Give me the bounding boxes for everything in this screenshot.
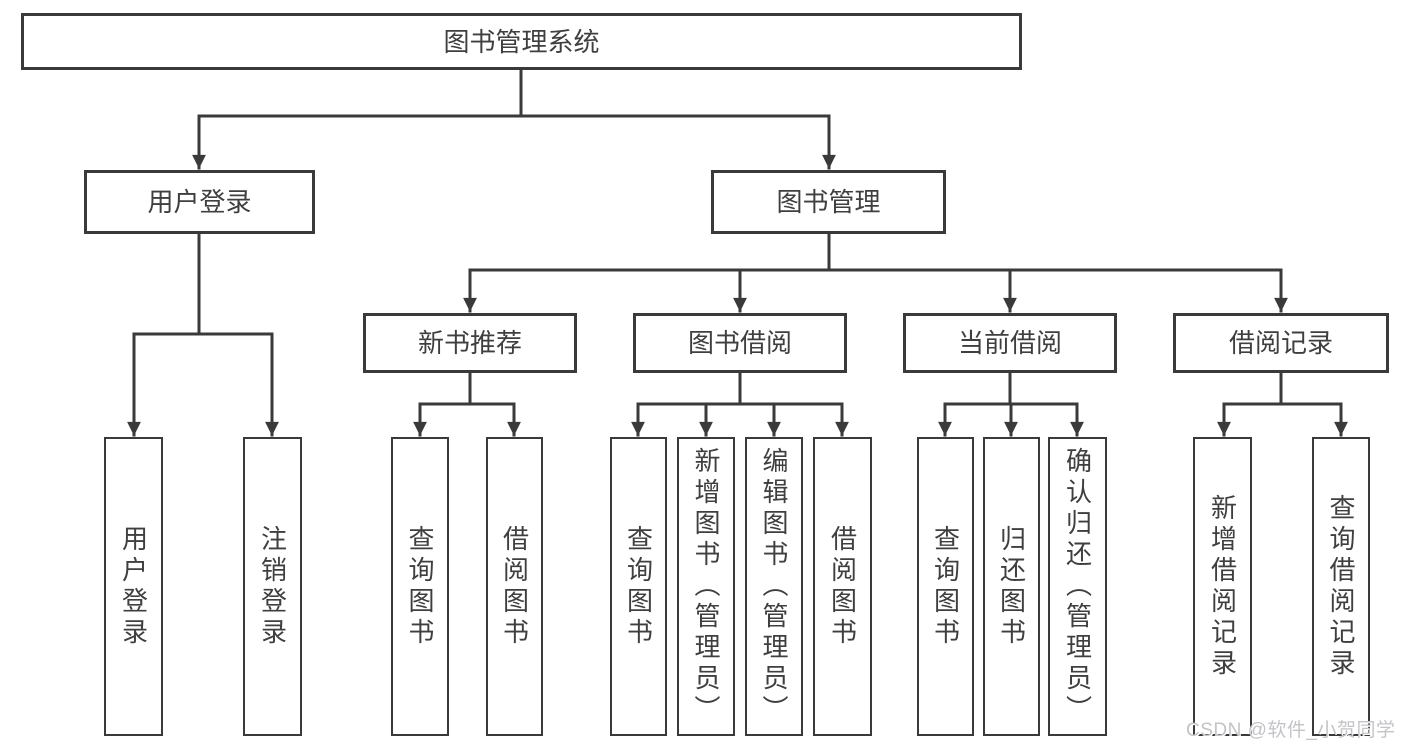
node-current-borrowing: 当前借阅 bbox=[903, 313, 1117, 373]
leaf-label: 查询图书 bbox=[623, 524, 654, 649]
leaf-logout: 注销登录 bbox=[243, 437, 302, 736]
leaf-label: 新增借阅记录 bbox=[1207, 493, 1238, 680]
leaf-borrow-books-recommend: 借阅图书 bbox=[486, 437, 543, 736]
node-label: 用户登录 bbox=[147, 187, 252, 217]
csdn-watermark: CSDN @软件_小贺同学 bbox=[1186, 720, 1396, 741]
leaf-label: 查询借阅记录 bbox=[1326, 493, 1356, 680]
node-label: 当前借阅 bbox=[957, 328, 1062, 358]
leaf-edit-book-admin: 编辑图书（管理员） bbox=[745, 437, 803, 736]
node-library-management-system: 图书管理系统 bbox=[21, 13, 1022, 70]
node-label: 图书管理系统 bbox=[443, 26, 600, 57]
node-user-login: 用户登录 bbox=[84, 170, 315, 234]
node-label: 新书推荐 bbox=[417, 328, 522, 358]
leaf-label: 用户登录 bbox=[118, 524, 149, 649]
leaf-query-borrow-record: 查询借阅记录 bbox=[1312, 437, 1370, 736]
leaf-label: 归还图书 bbox=[996, 524, 1027, 649]
leaf-label: 查询图书 bbox=[930, 524, 961, 649]
node-book-management: 图书管理 bbox=[711, 170, 946, 234]
leaf-label: 编辑图书（管理员） bbox=[759, 447, 789, 726]
node-new-book-recommendation: 新书推荐 bbox=[363, 313, 577, 373]
node-book-borrowing: 图书借阅 bbox=[633, 313, 847, 373]
leaf-label: 借阅图书 bbox=[499, 524, 530, 649]
leaf-label: 新增图书（管理员） bbox=[691, 447, 721, 726]
leaf-label: 借阅图书 bbox=[827, 524, 858, 649]
leaf-user-login: 用户登录 bbox=[104, 437, 163, 736]
leaf-query-books-borrow: 查询图书 bbox=[610, 437, 667, 736]
leaf-borrow-books-borrow: 借阅图书 bbox=[813, 437, 872, 736]
leaf-return-book: 归还图书 bbox=[983, 437, 1040, 736]
leaf-confirm-return-admin: 确认归还（管理员） bbox=[1048, 437, 1107, 736]
node-borrowing-records: 借阅记录 bbox=[1173, 313, 1389, 373]
leaf-query-books-recommend: 查询图书 bbox=[391, 437, 449, 736]
leaf-add-borrow-record: 新增借阅记录 bbox=[1193, 437, 1252, 736]
leaf-query-books-current: 查询图书 bbox=[917, 437, 974, 736]
node-label: 图书管理 bbox=[776, 187, 881, 217]
leaf-label: 确认归还（管理员） bbox=[1062, 447, 1093, 726]
leaf-label: 注销登录 bbox=[257, 524, 288, 649]
leaf-label: 查询图书 bbox=[405, 524, 435, 649]
leaf-add-book-admin: 新增图书（管理员） bbox=[677, 437, 735, 736]
node-label: 图书借阅 bbox=[687, 328, 792, 358]
node-label: 借阅记录 bbox=[1228, 328, 1333, 358]
